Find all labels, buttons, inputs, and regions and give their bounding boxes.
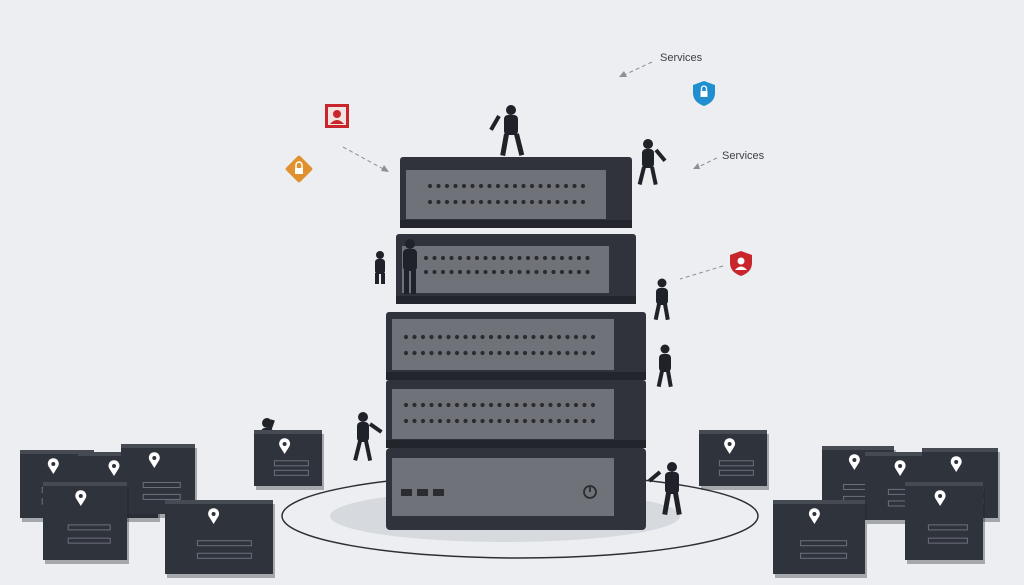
storage-box (905, 482, 985, 564)
location-pin-icon (894, 460, 906, 476)
storage-box (254, 430, 324, 490)
location-pin-icon (47, 458, 59, 474)
services-label-top: Services (660, 52, 703, 64)
arrowheads (381, 71, 700, 172)
person-silhouette-icon (375, 251, 385, 284)
vent-dot-row (427, 183, 586, 205)
location-pin-icon (148, 452, 160, 468)
server-tower (386, 157, 646, 530)
person-silhouette-icon (656, 344, 673, 388)
location-pin-icon (279, 438, 291, 454)
power-icon (583, 485, 597, 499)
location-pin-icon (848, 454, 860, 470)
person-silhouette-icon (403, 239, 417, 294)
vent-dot-row (423, 255, 590, 275)
server-unit-4 (386, 380, 646, 448)
storage-box (773, 500, 867, 578)
server-unit-base (386, 448, 646, 530)
storage-boxes (20, 430, 1000, 578)
vent-dot-row (403, 402, 596, 424)
location-pin-icon (724, 438, 736, 454)
services-label-right: Services (722, 150, 765, 162)
location-pin-icon (808, 508, 820, 524)
padlock-glyph (295, 161, 303, 174)
storage-box (699, 430, 769, 490)
server-unit-2 (396, 234, 636, 304)
location-pin-icon (950, 456, 962, 472)
storage-box (165, 500, 275, 578)
location-pin-icon (75, 490, 87, 506)
person-silhouette-icon (489, 105, 525, 157)
person-silhouette-icon (637, 139, 667, 186)
location-pin-icon (208, 508, 220, 524)
shield-lock-icon (693, 81, 715, 106)
person-silhouette-icon (353, 412, 383, 461)
vent-dot-row (403, 334, 596, 356)
dashed-arrows (342, 61, 724, 280)
storage-box (43, 482, 129, 564)
person-silhouette-icon (653, 278, 670, 321)
person-silhouette-icon (647, 462, 682, 516)
location-pin-icon (108, 460, 120, 476)
server-unit-3 (386, 312, 646, 380)
location-pin-icon (934, 490, 946, 506)
user-profile-icon (325, 104, 349, 128)
shield-user-icon (730, 251, 752, 276)
server-unit-1 (400, 157, 632, 228)
